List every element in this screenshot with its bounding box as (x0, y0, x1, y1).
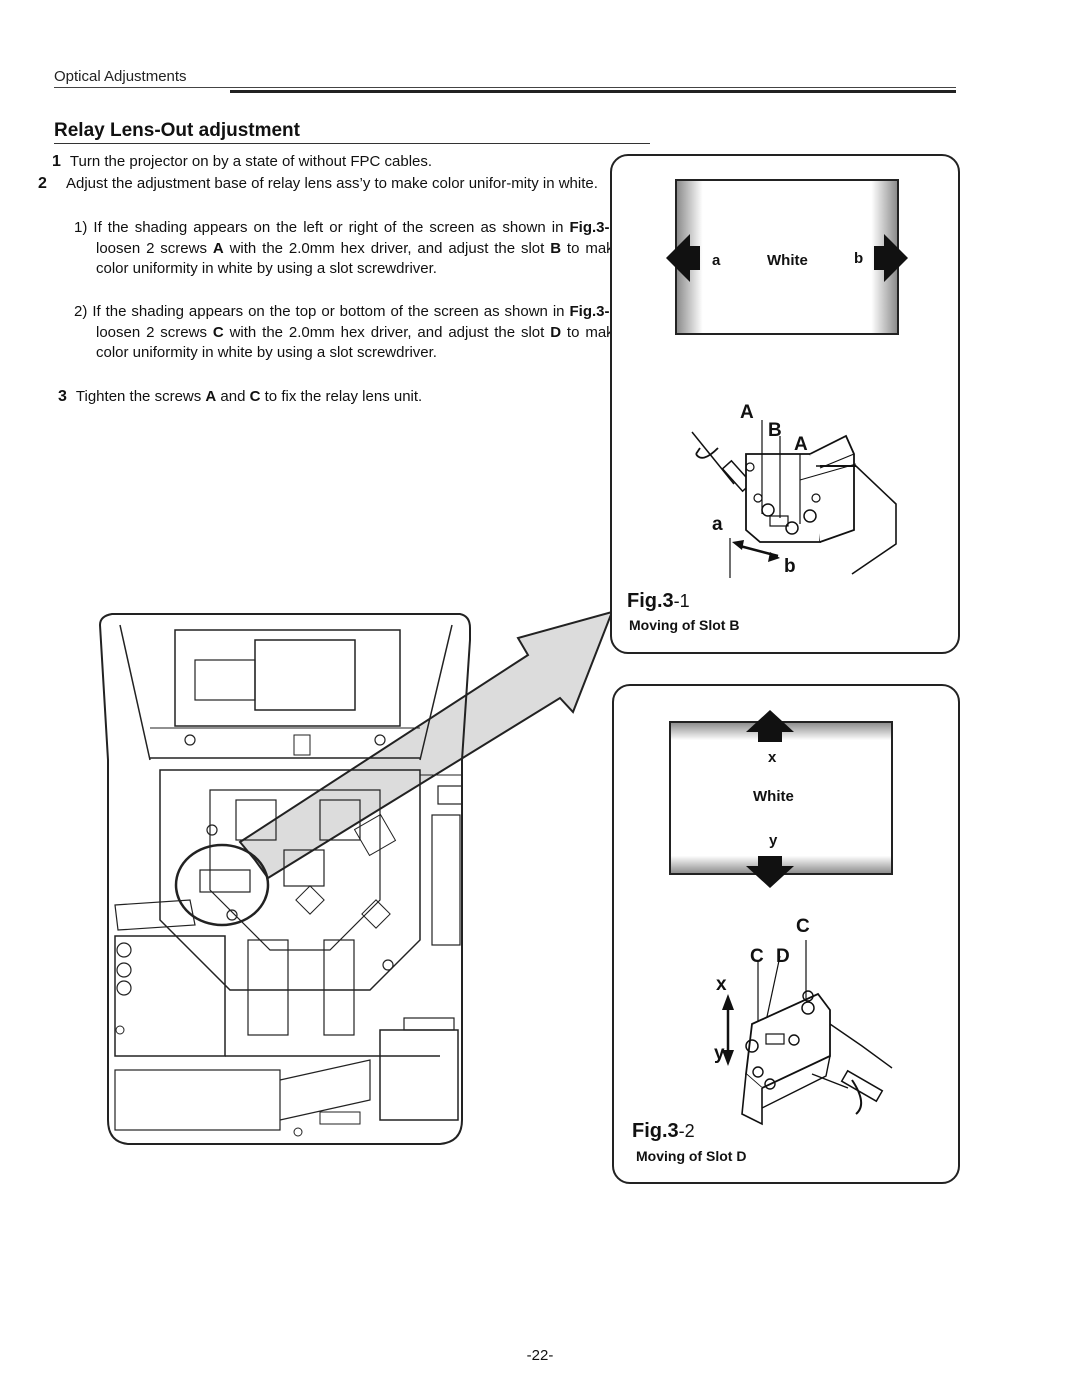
page-title: Relay Lens-Out adjustment (54, 120, 300, 141)
step-text: to fix the relay lens unit. (260, 388, 423, 405)
label-direction-a: a (712, 514, 723, 535)
label-slot-B: B (768, 420, 782, 441)
arrow-up-icon (746, 710, 794, 742)
figure-caption: Moving of Slot B (629, 617, 740, 633)
step-text: Turn the projector on by a state of with… (69, 153, 433, 170)
page-number: -22- (526, 1347, 554, 1364)
optical-block (159, 769, 421, 991)
figure-label: Fig.3-1 (627, 590, 690, 612)
figure-3-1-graphic (666, 179, 908, 578)
figure-label-2: Fig.3-2 (632, 1120, 695, 1142)
screen-left-right-shading (675, 179, 899, 335)
label-screw-C2: C (750, 946, 764, 967)
screw-label: C (249, 388, 261, 405)
step-number: 3 (58, 388, 67, 405)
screen-label-b: b (854, 250, 864, 267)
substep-number: 1) (74, 219, 88, 236)
header-rule (54, 87, 956, 88)
screen-label-x: x (768, 749, 777, 766)
lens-bay (174, 629, 401, 727)
step-3: 3 Tighten the screws A and C to fix the … (58, 387, 606, 408)
step-text: Adjust the adjustment base of relay lens… (66, 175, 598, 192)
arrow-down-icon (746, 856, 794, 888)
screen-label-a: a (712, 252, 721, 269)
screw-label: A (212, 239, 224, 257)
relay-bracket (745, 453, 821, 543)
fan-module (379, 1029, 459, 1121)
label-screw-C: C (796, 916, 810, 937)
title-rule (54, 143, 650, 144)
substep-1: 1) If the shading appears on the left or… (74, 218, 622, 280)
highlight-circle (174, 843, 270, 927)
slot-label: B (550, 239, 562, 257)
substep-text: to make color uniformity in white by usi… (96, 323, 623, 362)
label-direction-x: x (716, 974, 727, 995)
arrow-left-icon (666, 234, 700, 282)
substep-text: to make color uniformity in white by usi… (96, 239, 623, 278)
step-text: and (216, 388, 250, 405)
projector-housing (98, 613, 471, 1145)
step-1: 1 Turn the projector on by a state of wi… (52, 152, 600, 173)
substep-text: If the shading appears on the left or ri… (93, 219, 570, 236)
step-number: 2 (38, 175, 47, 192)
figure-ref: Fig.3-2 (569, 303, 618, 320)
lamp-module (114, 935, 226, 1057)
pointer-arrow (238, 610, 614, 880)
label-direction-b: b (784, 556, 796, 577)
step-text: Tighten the screws (75, 388, 206, 405)
arrow-right-icon (874, 234, 908, 282)
header-rule-thick (230, 90, 956, 93)
rotate-icon-2 (851, 1079, 863, 1115)
substep-number: 2) (74, 303, 88, 320)
label-screw-A2: A (794, 434, 808, 455)
screw-label: A (205, 388, 217, 405)
figure-ref: Fig.3-1 (569, 219, 618, 236)
step-2: 2 Adjust the adjustment base of relay len… (38, 174, 600, 195)
screen-label-y: y (769, 832, 778, 849)
screw-label: C (212, 323, 224, 341)
substep-text: with the 2.0mm hex driver, and adjust th… (223, 239, 551, 257)
slot-label: D (550, 323, 562, 341)
figure-3-2-graphic (669, 710, 893, 1126)
figure-caption-2: Moving of Slot D (636, 1148, 747, 1164)
screen-label-white-2: White (753, 788, 794, 805)
step-number: 1 (52, 153, 61, 170)
substep-2: 2) If the shading appears on the top or … (74, 302, 622, 364)
label-screw-A: A (740, 402, 754, 423)
section-label: Optical Adjustments (54, 68, 187, 85)
label-slot-D: D (776, 946, 790, 967)
label-direction-y: y (714, 1043, 725, 1064)
rotate-icon (695, 447, 719, 459)
screen-label-white: White (767, 252, 808, 269)
substep-text: If the shading appears on the top or bot… (92, 303, 570, 320)
substep-text: with the 2.0mm hex driver, and adjust th… (223, 323, 551, 341)
